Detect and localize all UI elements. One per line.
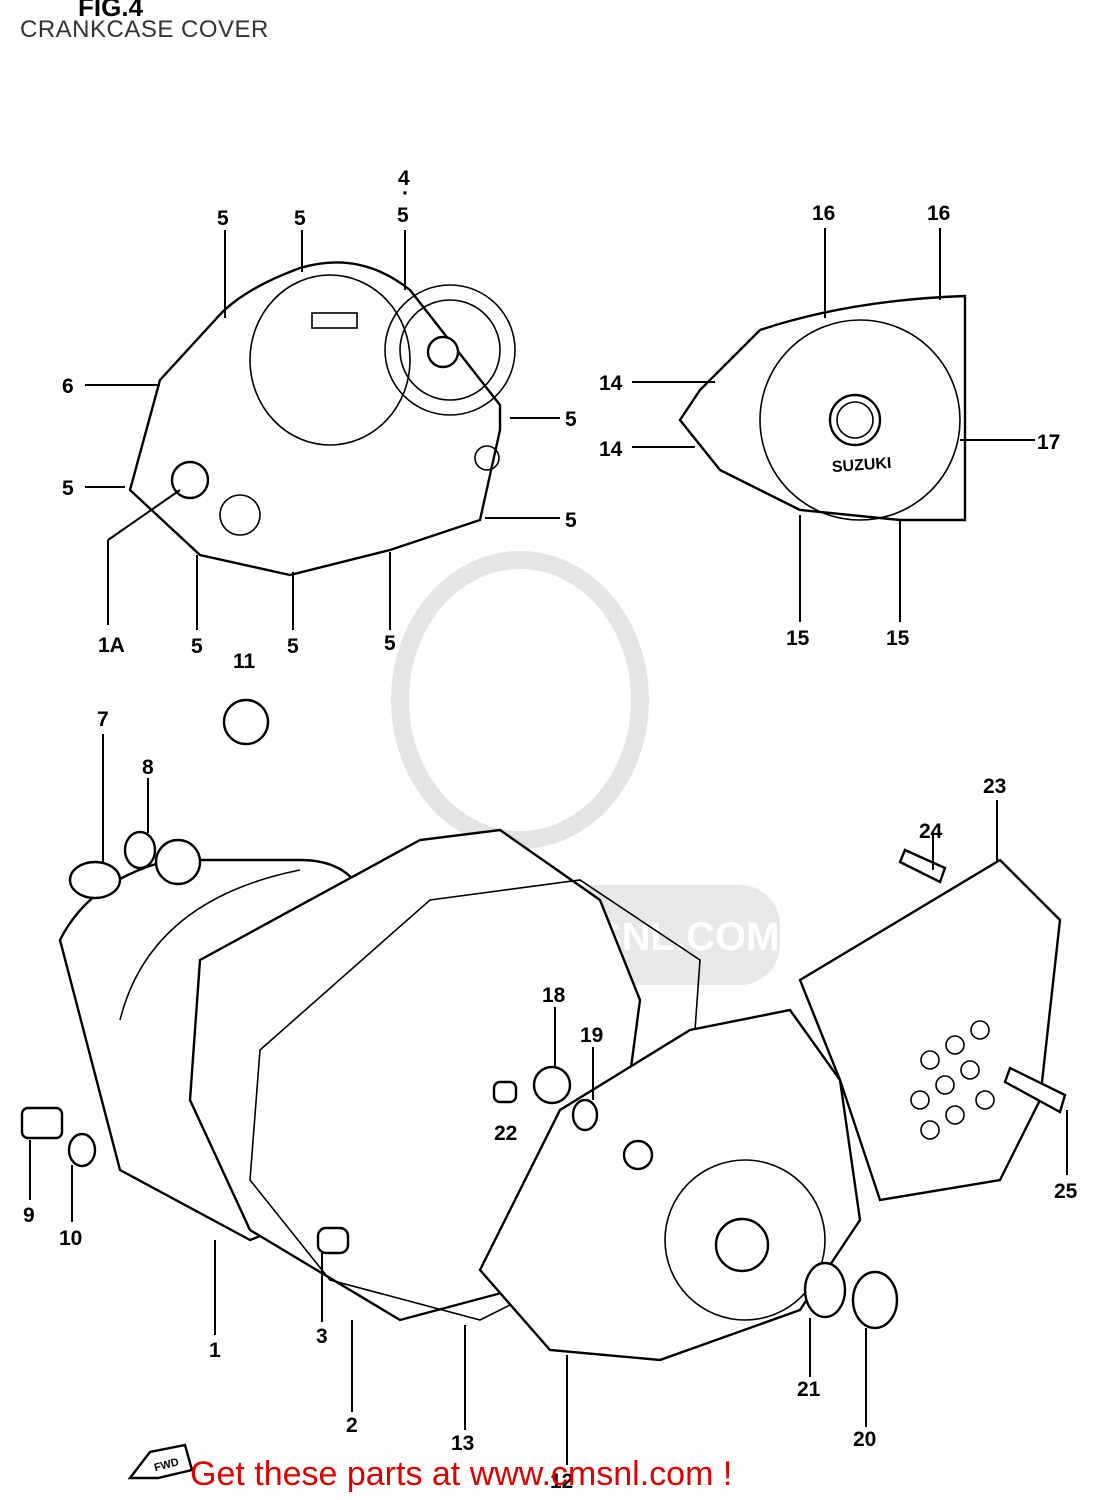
dowel-pin-22[interactable]: [492, 1080, 518, 1104]
callout-14: 14: [599, 438, 623, 461]
plug-18[interactable]: [532, 1065, 572, 1105]
callout-14: 14: [599, 372, 623, 395]
plug-20[interactable]: [851, 1270, 899, 1330]
fwd-arrow-icon: FWD: [127, 1443, 194, 1480]
callout-11: 11: [233, 650, 256, 673]
callout-16: 16: [812, 202, 835, 225]
callout-2: 2: [346, 1414, 358, 1437]
cover-brand-text: SUZUKI: [831, 455, 892, 476]
leader-lines: [29, 228, 1068, 1465]
callout-9: 9: [23, 1204, 35, 1227]
callout-labels: 1A 1 2 3 4 · 5 5 5 5 5 5 5 5 5 6 7 8 9 1…: [23, 167, 1078, 1493]
callout-23: 23: [983, 775, 1006, 798]
callout-19: 19: [580, 1024, 603, 1047]
callout-15: 15: [786, 627, 810, 650]
callout-8: 8: [142, 756, 154, 779]
callout-5: 5: [397, 204, 409, 227]
callout-5: 5: [565, 408, 577, 431]
o-ring-21[interactable]: [803, 1261, 847, 1319]
callout-4: 4: [398, 167, 410, 190]
callout-17: 17: [1037, 431, 1060, 454]
bolt-24[interactable]: [898, 848, 947, 884]
callout-24: 24: [919, 820, 943, 843]
footer-promo: Get these parts at www.cmsnl.com !: [190, 1455, 733, 1493]
sprocket-cover[interactable]: [798, 858, 1062, 1202]
callout-13: 13: [451, 1432, 474, 1455]
svg-text:·: ·: [402, 182, 409, 205]
callout-5: 5: [287, 635, 299, 658]
o-ring-19[interactable]: [571, 1098, 599, 1132]
crankcase-cover-right[interactable]: [478, 1008, 862, 1362]
callout-1: 1: [209, 1339, 221, 1362]
magneto-cover-top[interactable]: SUZUKI: [678, 294, 967, 522]
callout-25: 25: [1054, 1180, 1078, 1203]
callout-16: 16: [927, 202, 950, 225]
drain-plug[interactable]: [20, 1106, 64, 1140]
oil-seal-11[interactable]: [222, 698, 270, 746]
callout-5: 5: [217, 207, 229, 230]
o-ring-8[interactable]: [123, 830, 157, 870]
gasket-10[interactable]: [67, 1132, 97, 1168]
callout-1a: 1A: [98, 634, 125, 657]
figure-title: CRANKCASE COVER: [20, 16, 269, 43]
callout-12: 12: [550, 1470, 573, 1493]
figure-number: FIG.4: [78, 0, 144, 22]
callout-7: 7: [97, 708, 109, 731]
callout-15: 15: [886, 627, 910, 650]
callout-5: 5: [565, 509, 577, 532]
bolt-25[interactable]: [1003, 1066, 1067, 1114]
callout-5: 5: [294, 207, 306, 230]
callout-5: 5: [191, 635, 203, 658]
callout-21: 21: [797, 1378, 821, 1401]
dowel-pin-3[interactable]: [316, 1226, 350, 1255]
clutch-cover-top[interactable]: [128, 261, 516, 577]
callout-5: 5: [384, 632, 396, 655]
callout-10: 10: [59, 1227, 82, 1250]
callout-20: 20: [853, 1428, 876, 1451]
callout-3: 3: [316, 1325, 328, 1348]
callout-22: 22: [494, 1122, 517, 1145]
callout-18: 18: [542, 984, 566, 1007]
callout-6: 6: [62, 375, 74, 398]
callout-5: 5: [62, 477, 74, 500]
oil-filler-cap[interactable]: [68, 860, 122, 900]
